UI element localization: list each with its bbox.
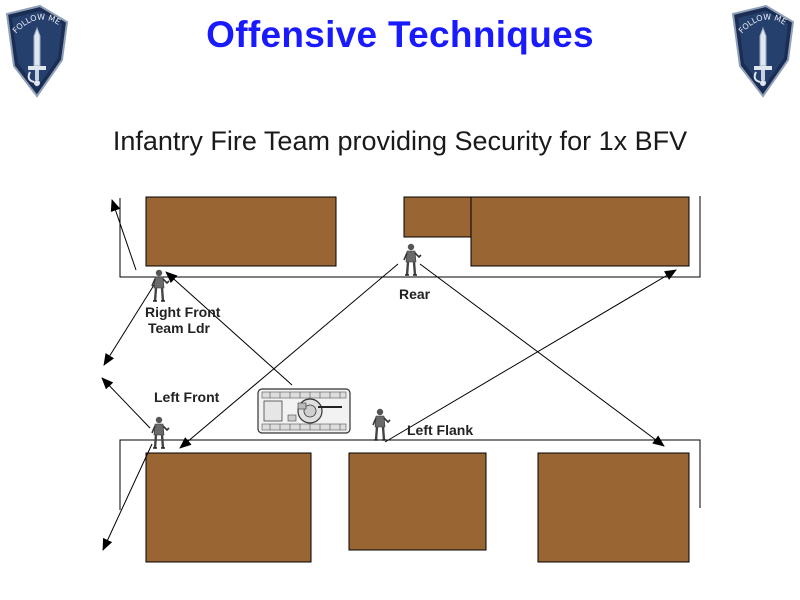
building-upper-left	[145, 196, 337, 267]
street-upper-right-edge	[555, 196, 701, 278]
arrow-left-front-down	[102, 443, 153, 551]
label-team-ldr: Team Ldr	[148, 320, 210, 336]
soldier-right-front-icon	[150, 268, 171, 303]
soldier-rear-icon	[402, 242, 423, 277]
building-lower-mid	[348, 452, 487, 551]
label-rear: Rear	[399, 286, 431, 302]
soldier-left-front-icon	[150, 415, 171, 450]
page-title: Offensive Techniques	[206, 14, 594, 55]
follow-me-logo-left: FOLLOW ME	[5, 4, 69, 98]
page-subtitle: Infantry Fire Team providing Security fo…	[112, 126, 688, 156]
building-upper-right	[470, 196, 690, 267]
building-lower-right	[537, 452, 690, 563]
sword-icon	[27, 26, 46, 86]
arrow-rear-to-lower-right	[419, 263, 665, 447]
label-left-flank: Left Flank	[407, 422, 474, 438]
street-lower-edge	[119, 439, 701, 510]
soldier-left-flank-icon	[371, 407, 392, 442]
arrow-right-front-up	[110, 199, 137, 271]
arrow-left-flank-to-upper-right	[384, 269, 677, 443]
arrow-left-front-up	[101, 377, 151, 429]
label-left-front: Left Front	[154, 389, 220, 405]
arrow-right-front-left	[103, 284, 155, 366]
sword-icon	[753, 26, 772, 86]
arrow-rear-to-left-front	[179, 263, 399, 449]
label-right-front: Right Front	[145, 304, 221, 320]
follow-me-logo-right: FOLLOW ME	[731, 4, 795, 98]
bfv-vehicle-icon	[257, 388, 351, 434]
arrow-bfv-to-right-front	[165, 271, 293, 386]
building-upper-mid-small	[403, 196, 472, 238]
building-lower-left	[145, 452, 312, 563]
